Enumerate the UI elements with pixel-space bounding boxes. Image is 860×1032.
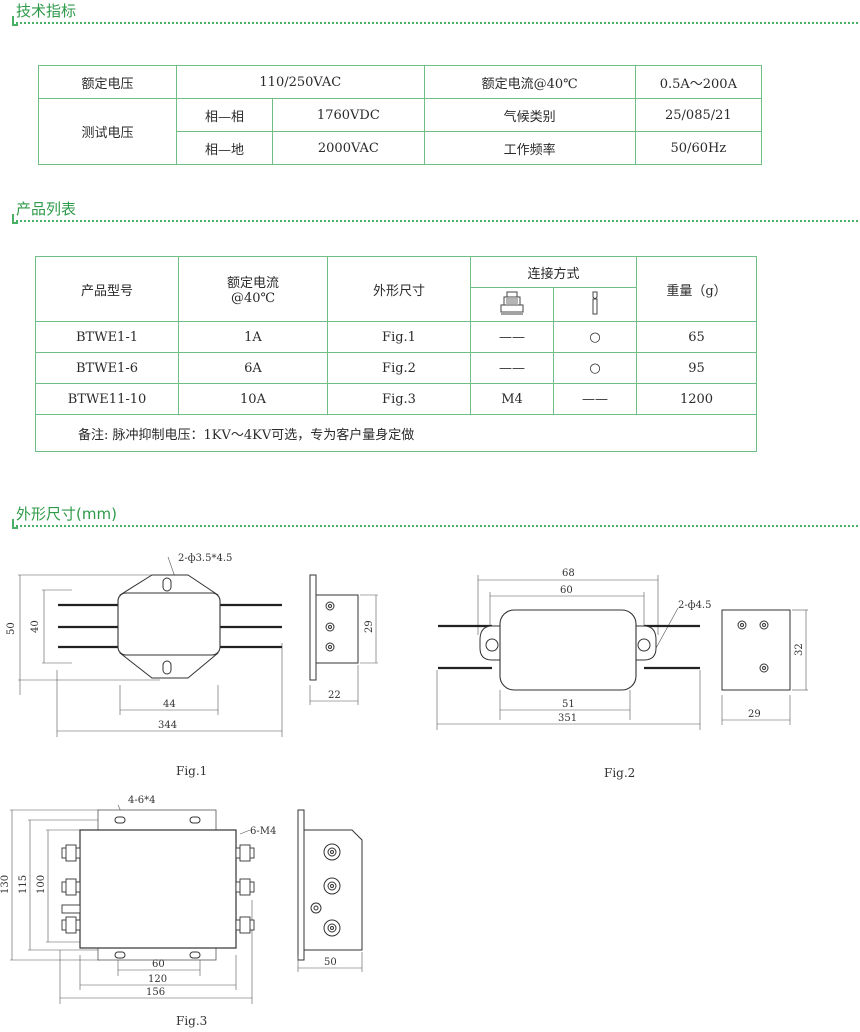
spec-value: 50/60Hz [634,131,763,165]
fig3-drawing: 4-6*4 6-M4 130 115 100 60 120 156 50 [0,795,363,1004]
header-size: 外形尺寸 [327,256,471,322]
fig3-dim-w1: 60 [152,959,165,970]
table-row: BTWE11-10 10A Fig.3 M4 —— 1200 [35,383,757,415]
spec-label: 额定电流@40℃ [423,65,636,99]
dotted-divider [12,220,858,222]
header-current-line1: 额定电流 [226,276,279,291]
spec-label: 气候类别 [423,98,636,132]
corner-tick-icon [12,214,18,224]
terminal-screw-icon [470,287,554,322]
product-table: 产品型号 额定电流 @40℃ 外形尺寸 连接方式 重量（g） [35,255,757,452]
spec-value: 0.5A～200A [634,65,763,99]
fig2-dim-top-outer: 68 [562,568,575,579]
spec-value: 110/250VAC [176,65,425,99]
fig3-terminal-label: 6-M4 [250,826,276,837]
cell-weight: 1200 [636,383,757,415]
fig1-dim-width-inner: 44 [163,699,176,710]
spec-sublabel: 相—相 [176,98,273,132]
fig2-drawing: 68 60 2-ф4.5 51 351 32 29 [436,568,808,730]
cell-conn2: —— [553,383,637,415]
fig3-dim-w3: 156 [146,987,165,998]
table-row: BTWE1-6 6A Fig.2 —— ○ 95 [35,352,757,384]
fig3-dim-h3: 100 [36,875,47,894]
table-row: 额定电压 110/250VAC 额定电流@40℃ 0.5A～200A [38,65,763,99]
table-header-row [36,287,757,322]
spec-label: 工作频率 [423,131,636,165]
cell-conn2: ○ [553,321,637,353]
terminal-wire-icon [553,287,637,322]
corner-tick-icon [12,16,18,26]
section-title: 产品列表 [16,200,77,218]
cell-fig: Fig.1 [327,321,471,353]
cell-current: 6A [178,352,328,384]
fig3-side-depth: 50 [324,957,337,968]
cell-current: 10A [178,383,328,415]
spec-sublabel: 相—地 [176,131,273,165]
fig2-side-depth: 29 [748,709,761,720]
header-connection: 连接方式 [470,255,637,289]
fig2-hole-label: 2-ф4.5 [678,600,711,611]
spec-value: 1760VDC [272,98,425,132]
fig1-hole-label: 2-ф3.5*4.5 [178,553,232,564]
table-row: 备注: 脉冲抑制电压：1KV～4KV可选，专为客户量身定做 [35,414,757,452]
header-weight: 重量（g） [636,256,757,322]
fig1-dim-width-total: 344 [158,720,177,731]
cell-conn1: —— [470,352,554,384]
cell-conn1: M4 [470,383,554,415]
table-header-row: 产品型号 额定电流 @40℃ 外形尺寸 连接方式 重量（g） [35,255,757,322]
fig3-dim-w2: 120 [148,974,167,985]
section-header-tech: 技术指标 [12,0,858,28]
fig2-dim-top-inner: 60 [560,585,573,596]
fig3-hole-label: 4-6*4 [128,795,155,806]
spec-table: 额定电压 110/250VAC 额定电流@40℃ 0.5A～200A 测试电压 … [38,65,763,165]
fig1-side-height: 29 [364,620,375,633]
fig2-dim-width-total: 351 [558,713,577,724]
spec-label: 额定电压 [38,65,177,99]
cell-current: 1A [178,321,328,353]
table-row: BTWE1-1 1A Fig.1 —— ○ 65 [35,321,757,353]
fig3-dim-h2: 115 [18,875,29,894]
cell-weight: 65 [636,321,757,353]
section-header-products: 产品列表 [12,198,858,226]
fig1-dim-height-inner: 40 [30,620,41,633]
dotted-divider [12,525,858,527]
fig1-drawing: 2-ф3.5*4.5 50 40 44 344 29 22 [6,553,378,737]
header-current-line2: @40℃ [230,291,276,306]
fig1-dim-height-outer: 50 [6,622,17,635]
fig2-side-height: 32 [794,643,805,656]
section-title: 外形尺寸(mm) [16,505,117,523]
dotted-divider [12,22,858,24]
spec-value: 25/085/21 [634,98,763,132]
fig3-dim-h1: 130 [0,875,11,894]
cell-fig: Fig.2 [327,352,471,384]
header-current: 额定电流 @40℃ [178,256,328,322]
fig3-label: Fig.3 [176,1014,208,1028]
table-row: 测试电压 相—相 1760VDC 气候类别 25/085/21 [38,98,763,165]
fig2-label: Fig.2 [604,766,636,780]
cell-conn2: ○ [553,352,637,384]
cell-fig: Fig.3 [327,383,471,415]
cell-model: BTWE1-6 [35,352,179,384]
corner-tick-icon [12,519,18,529]
spec-label: 测试电压 [38,98,177,165]
fig1-side-depth: 22 [328,690,341,701]
spec-value: 2000VAC [272,131,425,165]
cell-model: BTWE11-10 [35,383,179,415]
fig1-label: Fig.1 [176,764,208,778]
note-cell: 备注: 脉冲抑制电压：1KV～4KV可选，专为客户量身定做 [35,414,757,452]
cell-conn1: —— [470,321,554,353]
fig2-dim-width-inner: 51 [562,699,575,710]
section-header-dims: 外形尺寸(mm) [12,503,858,531]
cell-weight: 95 [636,352,757,384]
cell-model: BTWE1-1 [35,321,179,353]
header-model: 产品型号 [35,256,179,322]
section-title: 技术指标 [16,2,77,20]
table-row: 相—地 2000VAC 工作频率 50/60Hz [39,131,763,165]
